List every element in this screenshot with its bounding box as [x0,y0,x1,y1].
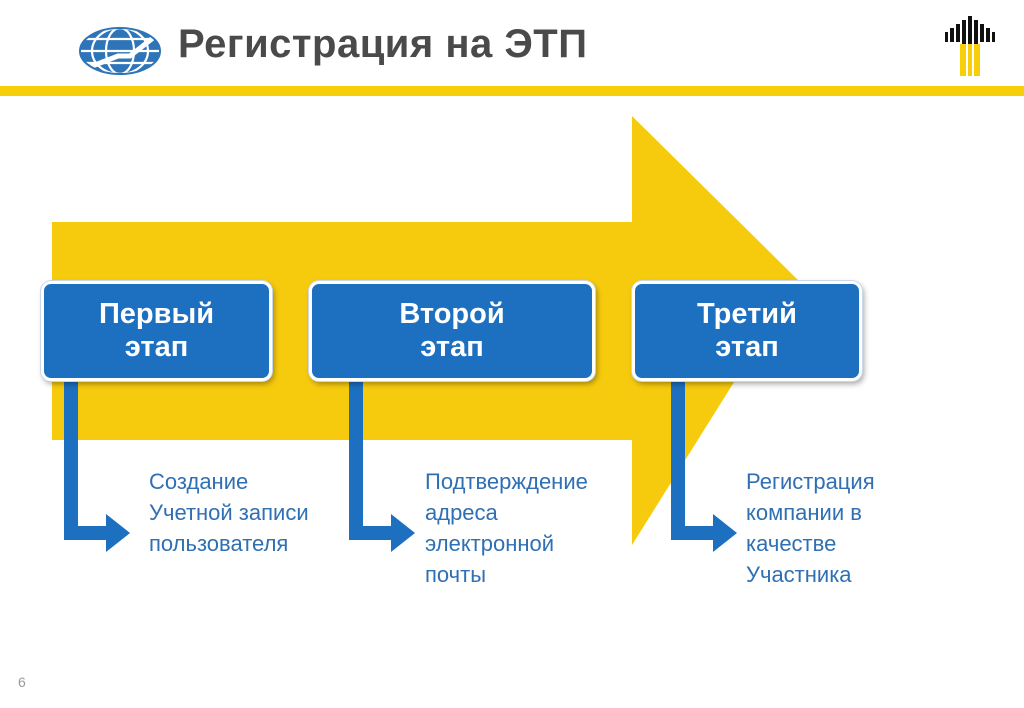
stage-3-desc-line: качестве [746,531,837,556]
stage-2-description: Подтверждение адреса электронной почты [425,466,588,590]
stage-3-desc-line: Регистрация [746,469,875,494]
stage-3-desc-line: Участника [746,562,852,587]
stage-2-title-line2: этап [420,331,484,363]
stage-2-title-line1: Второй [399,298,505,330]
rosneft-logo-icon [944,14,996,81]
connector-2 [349,380,363,540]
stage-3-description: Регистрация компании в качестве Участник… [746,466,875,590]
connector-3-arrowhead [713,514,737,552]
connector-3 [671,380,685,540]
page-title: Регистрация на ЭТП [178,22,588,66]
stage-3-title-line1: Третий [697,298,797,330]
header-divider [0,86,1024,96]
stage-2-desc-line: почты [425,562,487,587]
stage-2-box: Второй этап [309,281,595,381]
stage-1-desc-line: Учетной записи [149,500,309,525]
stage-1-box: Первый этап [41,281,272,381]
connector-1 [64,380,78,540]
stage-2-desc-line: адреса [425,500,498,525]
globe-logo-icon [78,26,162,81]
stage-1-title-line1: Первый [98,298,215,330]
stage-3-title-line2: этап [715,331,779,363]
connector-1-arrowhead [106,514,130,552]
stage-3-box: Третий этап [632,281,862,381]
stage-3-desc-line: компании в [746,500,862,525]
connector-2-arrowhead [391,514,415,552]
stage-1-title-line2: этап [124,331,189,363]
stage-1-description: Создание Учетной записи пользователя [149,466,309,559]
stage-1-desc-line: Создание [149,469,249,494]
page-number: 6 [18,674,26,690]
stage-1-desc-line: пользователя [149,531,289,556]
stage-2-desc-line: электронной [425,531,555,556]
stage-2-desc-line: Подтверждение [425,469,588,494]
